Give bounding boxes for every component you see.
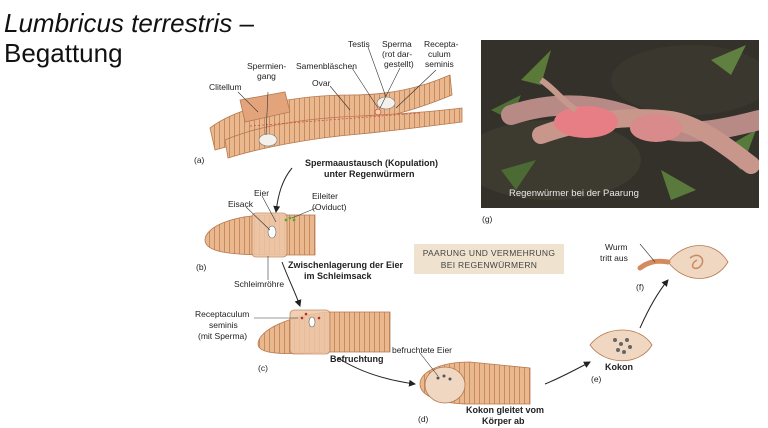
label-spermiengang-2: gang (257, 71, 276, 81)
label-c: (c) (258, 363, 268, 373)
caption-b-line-1: Zwischenlagerung der Eier (288, 260, 404, 270)
label-receptaculum-1: Recepta- (424, 39, 459, 49)
label-testis: Testis (348, 39, 370, 49)
label-b: (b) (196, 262, 207, 272)
caption-d-line-2: Körper ab (482, 416, 525, 426)
slide-title: Lumbricus terrestris – Begattung (4, 8, 254, 68)
label-eileiter-2: (Oviduct) (312, 202, 347, 212)
caption-a-line-2: unter Regenwürmern (324, 169, 415, 179)
label-rec-c-1: Receptaculum (195, 309, 249, 319)
caption-befruchtung: Befruchtung (330, 354, 384, 364)
label-rec-c-3: (mit Sperma) (198, 331, 247, 341)
label-eisack: Eisack (228, 199, 254, 209)
label-a: (a) (194, 155, 205, 165)
flow-arrows (273, 167, 669, 387)
caption-d-line-1: Kokon gleitet vom (466, 405, 544, 415)
worm-cocoon-release (419, 361, 531, 405)
label-e: (e) (591, 374, 602, 384)
info-box-line-2: BEI REGENWÜRMERN (440, 260, 538, 270)
info-box-line-1: PAARUNG UND VERMEHRUNG (422, 248, 556, 258)
label-f: (f) (636, 282, 644, 292)
info-box: PAARUNG UND VERMEHRUNG BEI REGENWÜRMERN (414, 244, 564, 274)
label-kokon: Kokon (605, 362, 633, 372)
label-sperma-2: (rot dar- (382, 49, 412, 59)
title-line-2: Begattung (4, 38, 123, 68)
caption-b-line-2: im Schleimsack (304, 271, 373, 281)
label-ovar: Ovar (312, 78, 331, 88)
caption-a-line-1: Spermaaustausch (Kopulation) (305, 158, 438, 168)
hatching-worm (637, 245, 729, 279)
label-wurm-1: Wurm (605, 242, 628, 252)
label-clitellum: Clitellum (209, 82, 242, 92)
photo-illustration (481, 40, 759, 208)
label-sperma-3: gestellt) (384, 59, 414, 69)
worm-mucus-tube (204, 212, 316, 258)
worms-copulation (209, 74, 463, 159)
label-wurm-2: tritt aus (600, 253, 628, 263)
label-schleimroehre: Schleimröhre (234, 279, 284, 289)
label-eier: Eier (254, 188, 269, 198)
label-receptaculum-2: culum (428, 49, 451, 59)
leader-lines (237, 46, 656, 377)
label-rec-c-2: seminis (209, 320, 238, 330)
label-spermiengang-1: Spermien- (247, 61, 286, 71)
photo-caption: Regenwürmer bei der Paarung (509, 188, 639, 199)
worm-fertilization (257, 309, 391, 355)
label-eileiter-1: Eileiter (312, 191, 338, 201)
label-befruchtete-eier: befruchtete Eier (392, 345, 452, 355)
label-receptaculum-3: seminis (425, 59, 454, 69)
title-line-1: Lumbricus terrestris – (4, 8, 254, 38)
label-sperma-1: Sperma (382, 39, 412, 49)
photo-earthworms-mating: Regenwürmer bei der Paarung (481, 40, 759, 208)
label-d: (d) (418, 414, 429, 424)
label-g: (g) (482, 214, 493, 224)
cocoon (589, 329, 653, 362)
label-samenblaeschen: Samenbläschen (296, 61, 357, 71)
